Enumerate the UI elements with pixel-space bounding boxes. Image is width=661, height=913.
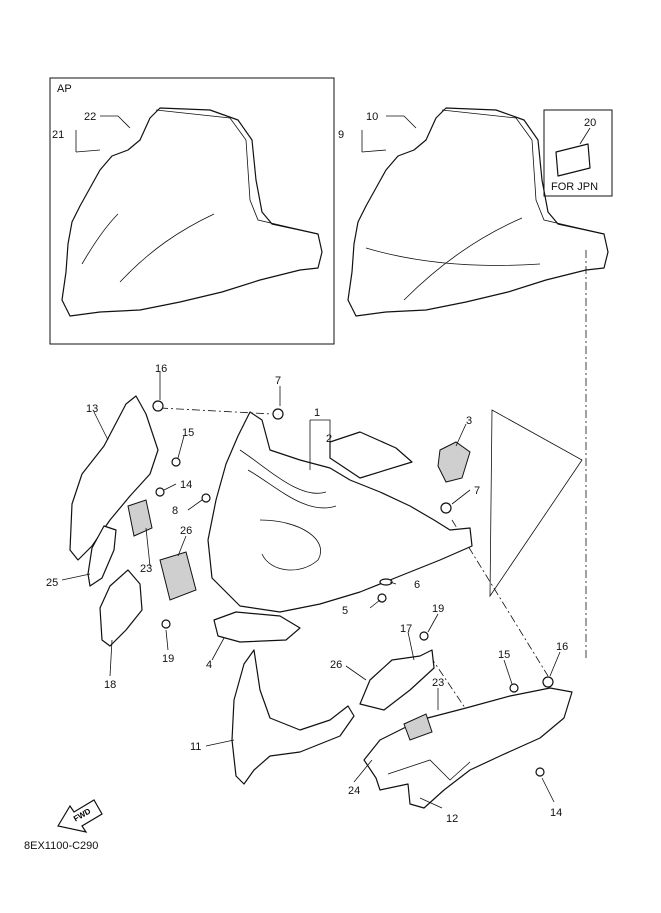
callout-3: 3 [466,415,472,427]
callout-7-right: 7 [474,485,480,497]
callout-25: 25 [46,577,58,589]
clip-3[interactable] [437,441,471,483]
lead-10 [386,115,417,129]
windshield-main-rim [441,109,605,235]
callout-15-left: 15 [182,427,194,439]
windshield-ap-rim [155,109,319,235]
windshield-main[interactable] [347,107,609,317]
callout-16-top: 16 [155,363,167,375]
screw-19b[interactable] [419,631,429,641]
lower-cover-4[interactable] [213,611,301,643]
duct-line-1 [239,449,327,494]
callout-22: 22 [84,111,96,123]
callout-12: 12 [446,813,458,825]
duct-line-2 [247,469,337,509]
jpn-inset-label: FOR JPN [551,181,598,193]
leader-lines [61,372,561,809]
callout-16-right: 16 [556,641,568,653]
inner-panel-18[interactable] [99,569,143,647]
jpn-inset: FOR JPN [543,109,613,197]
callout-23-left: 23 [140,563,152,575]
inner-panel-17[interactable] [359,649,435,711]
callout-9: 9 [338,129,344,141]
callout-19-left: 19 [162,653,174,665]
assembly-line-16 [451,519,549,677]
callout-1: 1 [314,407,320,419]
grommet-16a[interactable] [152,400,164,412]
windshield-ap-reflection [119,213,215,283]
screw-19a[interactable] [161,619,171,629]
callout-13: 13 [86,403,98,415]
callout-26-left: 26 [180,525,192,537]
assembly-triangle [489,409,583,598]
fwd-arrow-icon: FWD [57,799,103,833]
callout-20: 20 [584,117,596,129]
callout-14-left: 14 [180,479,192,491]
callout-23-right: 23 [432,677,444,689]
windshield-main-group [347,107,609,317]
ap-inset-label: AP [57,83,72,95]
callout-15-right: 15 [498,649,510,661]
grommet-16b[interactable] [542,676,554,688]
lower-cowl-11[interactable] [231,649,355,785]
assembly-line-top [159,407,273,415]
callout-6: 6 [414,579,420,591]
screw-8[interactable] [201,493,211,503]
callout-5: 5 [342,605,348,617]
ap-inset: AP [49,77,335,345]
bolt-7b[interactable] [440,502,452,514]
bolt-14b[interactable] [535,767,545,777]
callout-8: 8 [172,505,178,517]
washer-6[interactable] [379,578,393,586]
callout-7-top: 7 [275,375,281,387]
jpn-inset-frame [543,109,613,197]
inner-panel-25[interactable] [87,525,117,587]
callout-18: 18 [104,679,116,691]
foam-pad-23[interactable] [127,499,153,537]
under-cowl-z-line [387,759,471,781]
windshield-main-reflection [403,217,523,301]
bolt-7a[interactable] [272,408,284,420]
cover-2[interactable] [329,431,413,479]
callout-11: 11 [190,741,201,753]
callout-14-right: 14 [550,807,562,819]
ap-inset-frame [49,77,335,345]
callout-26-right: 26 [330,659,342,671]
windshield-main-line [365,247,541,266]
lead-9 [361,130,387,153]
foam-pad-26[interactable] [159,551,197,601]
foam-pad-23-right[interactable] [403,713,433,741]
callout-17: 17 [400,623,412,635]
fastener-set [152,400,554,777]
nut-15b[interactable] [509,683,519,693]
nut-15a[interactable] [171,457,181,467]
callout-4: 4 [206,659,212,671]
windshield-ap[interactable] [61,107,323,317]
inner-cowl-body[interactable] [207,411,473,613]
lead-21 [75,130,101,153]
label-sticker [555,143,591,177]
callout-21: 21 [52,129,64,141]
callout-19-right: 19 [432,603,444,615]
under-cowl-12[interactable] [363,687,573,809]
callout-24: 24 [348,785,360,797]
lead-22 [100,115,131,129]
windshield-ap-reflection-2 [81,213,119,265]
drawing-code: 8EX1100-C290 [24,840,99,852]
callout-2: 2 [326,433,332,445]
callout-10: 10 [366,111,378,123]
duct-opening [259,519,321,571]
lead-20 [579,127,591,145]
bolt-14a[interactable] [155,487,165,497]
